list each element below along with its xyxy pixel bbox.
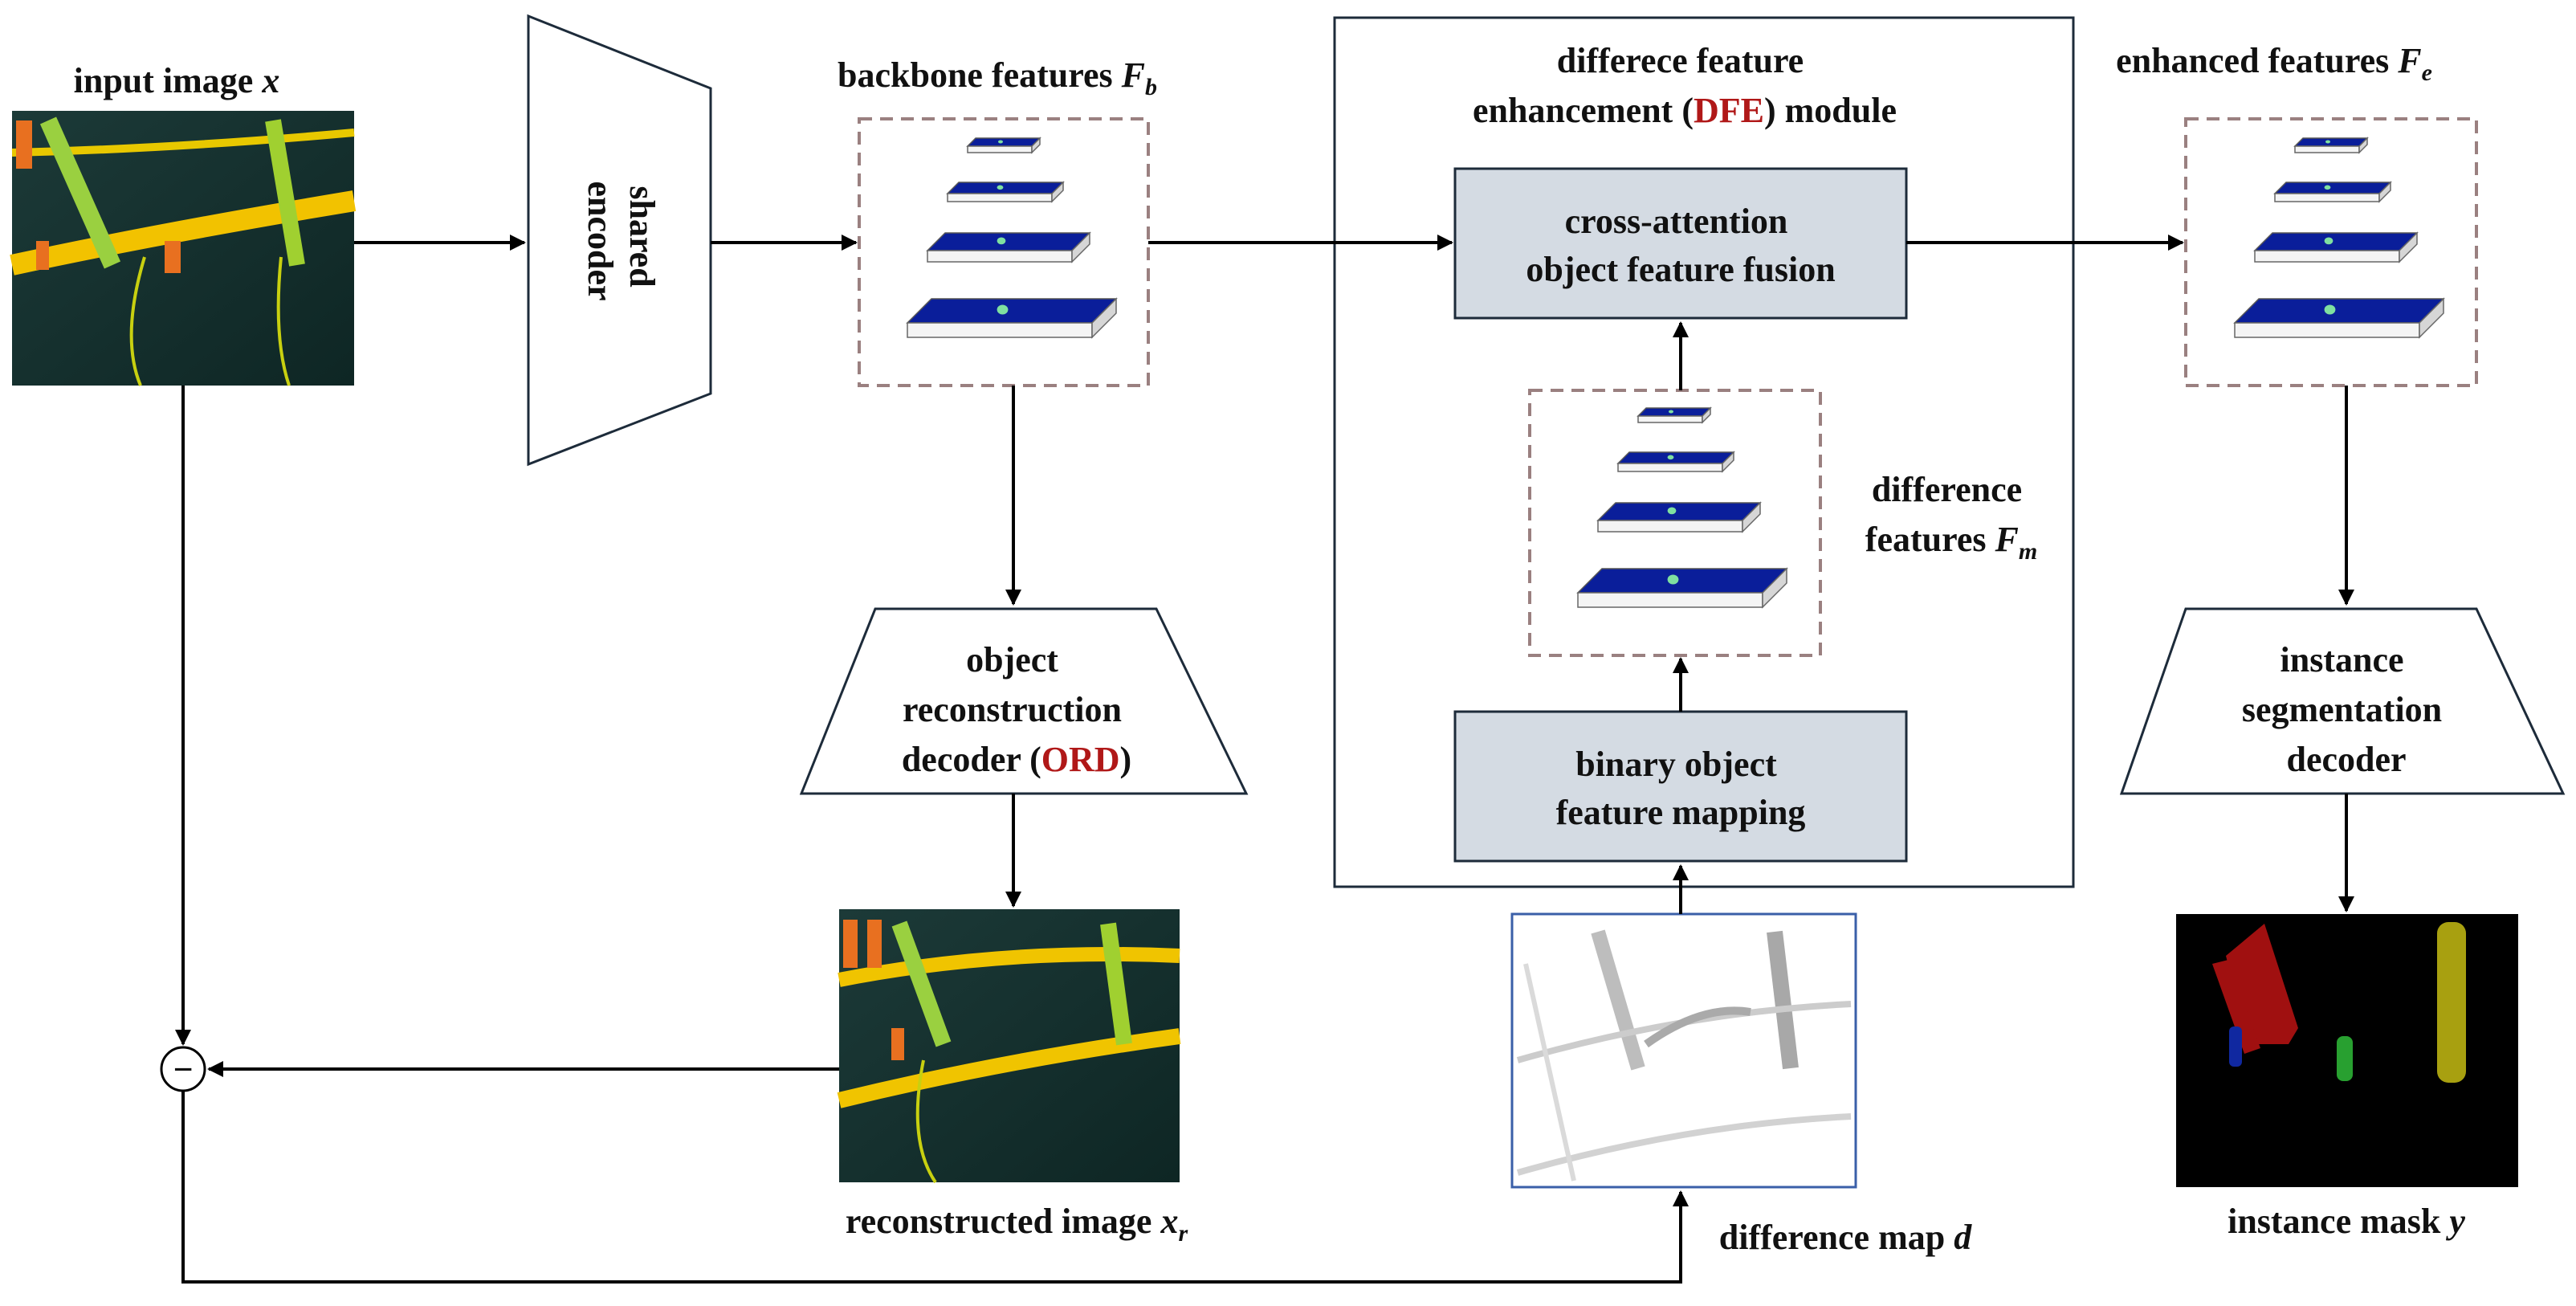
feature-map-slab-side [2358, 137, 2368, 154]
feature-map-slab-top [1596, 502, 1762, 521]
ord-block [799, 607, 1249, 795]
feature-activation-spot [997, 304, 1009, 315]
feature-activation-spot [2325, 140, 2330, 144]
feature-map-slab-top [1576, 568, 1788, 594]
feature-map-slab-side [2378, 181, 2391, 203]
difference-map-label: difference map d [1719, 1218, 1972, 1257]
feature-map-slab-top [2273, 182, 2392, 194]
difference-features-label: difference features Fm [1865, 470, 2037, 565]
binary-feature-mapping-label: binary object feature mapping [1556, 745, 1806, 832]
input-image-label: input image x [74, 61, 280, 100]
feature-activation-spot [2324, 304, 2336, 315]
feature-map-slab-front [2294, 145, 2360, 153]
cross-attention-fusion-block [1453, 167, 1908, 320]
feature-map-slab-side [1091, 297, 1117, 339]
feature-activation-spot [998, 140, 1003, 144]
feature-map-slab-top [2233, 298, 2445, 324]
feature-map-slab-front [927, 250, 1073, 263]
instance-mask-image [2176, 914, 2518, 1187]
input-image [10, 111, 357, 386]
connectors [175, 235, 2354, 1284]
difference-features-box [1528, 389, 1822, 657]
feature-map-slab-top [946, 182, 1065, 194]
feature-map-slab-front [1577, 592, 1763, 608]
backbone-features-label: backbone features Fb [838, 55, 1157, 100]
feature-map-slab-front [947, 193, 1053, 202]
instance-segmentation-decoder-label: instance segmentation decoder [2242, 640, 2451, 779]
feature-activation-spot [1669, 410, 1673, 414]
feature-map-slab-side [2419, 297, 2444, 339]
shared-encoder-label: shared encoder [581, 181, 662, 300]
backbone-feature-pyramid [906, 137, 1118, 339]
feature-map-slab-top [966, 137, 1041, 147]
enhanced-feature-pyramid [2233, 137, 2445, 339]
enhanced-features-box [2184, 117, 2478, 387]
shared-encoder-block [527, 14, 712, 467]
enhanced-features-label: enhanced features Fe [2116, 41, 2432, 86]
instance-mask-label: instance mask y [2228, 1202, 2465, 1241]
feature-map-slab-front [907, 322, 1093, 338]
difference-feature-pyramid [1576, 406, 1788, 609]
difference-map-image [1510, 912, 1857, 1189]
ord-label: object reconstruction decoder (ORD) [902, 640, 1131, 779]
feature-map-slab-front [1617, 463, 1723, 472]
feature-map-slab-side [1702, 406, 1711, 424]
feature-map-slab-top [1616, 451, 1735, 464]
feature-map-slab-side [1722, 451, 1734, 473]
feature-map-slab-side [2399, 231, 2418, 263]
feature-activation-spot [1667, 507, 1677, 515]
feature-map-slab-top [906, 298, 1118, 324]
feature-map-slab-side [1742, 501, 1761, 533]
feature-map-slab-front [2274, 193, 2380, 202]
feature-map-slab-front [1637, 415, 1703, 423]
feature-activation-spot [2324, 185, 2331, 190]
feature-map-slab-front [2254, 250, 2400, 263]
instance-segmentation-decoder-block [2119, 607, 2566, 795]
feature-map-slab-front [967, 145, 1033, 153]
backbone-features-box [858, 117, 1150, 387]
reconstructed-image-label: reconstructed image xr [846, 1202, 1188, 1247]
subtract-symbol: − [173, 1050, 193, 1089]
feature-map-slab-side [1762, 567, 1787, 609]
feature-map-slab-front [2234, 322, 2420, 338]
feature-map-slab-top [926, 232, 1091, 251]
feature-activation-spot [997, 237, 1006, 245]
feature-map-slab-front [1597, 520, 1743, 533]
feature-activation-spot [997, 185, 1004, 190]
binary-feature-mapping-block [1453, 710, 1908, 863]
feature-map-slab-top [2293, 137, 2369, 147]
dfe-module-frame [1333, 16, 2075, 888]
feature-activation-spot [1667, 455, 1674, 460]
feature-map-slab-top [1636, 407, 1712, 417]
feature-map-slab-side [1071, 231, 1090, 263]
feature-activation-spot [2324, 237, 2333, 245]
feature-map-slab-side [1031, 137, 1041, 154]
feature-map-slab-side [1051, 181, 1064, 203]
reconstructed-image [837, 909, 1181, 1184]
feature-activation-spot [1667, 574, 1679, 585]
dfe-module-title: differece feature enhancement (DFE) modu… [1473, 41, 1897, 130]
feature-map-slab-top [2253, 232, 2419, 251]
cross-attention-fusion-label: cross-attention object feature fusion [1526, 202, 1835, 289]
